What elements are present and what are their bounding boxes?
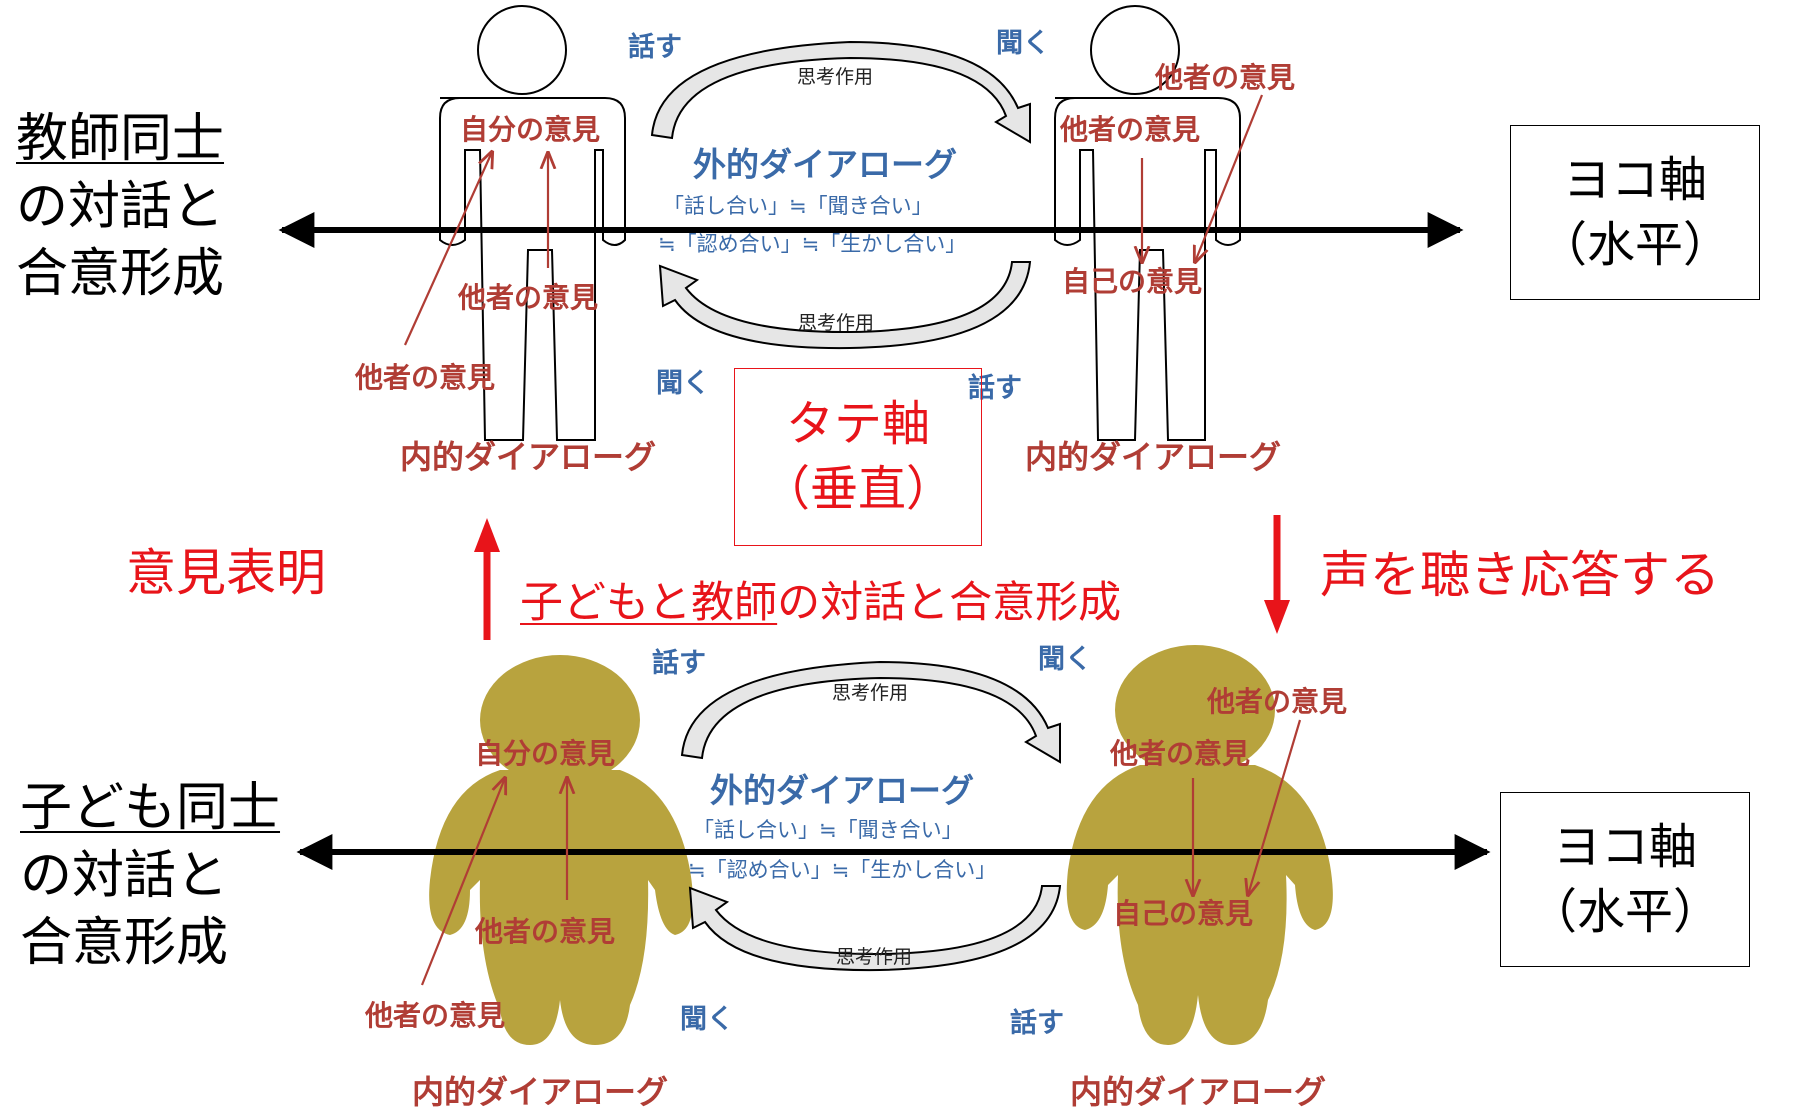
- middle-vertical-arrows: [474, 515, 1290, 640]
- bottom-listen-right: 聞く: [1038, 644, 1092, 675]
- bottom-outer-dialogue: 外的ダイアローグ: [710, 771, 974, 810]
- top-think-bottom: 思考作用: [798, 312, 875, 334]
- bottom-outer-line2: ≒「認め合い」≒「生かし合い」: [688, 858, 997, 882]
- top-left-own-opinion: 自分の意見: [460, 113, 601, 146]
- top-outer-line1: 「話し合い」≒「聞き合い」: [663, 194, 933, 218]
- teacher-figure-right: [1054, 5, 1241, 441]
- bottom-listen-left: 聞く: [680, 1004, 734, 1035]
- bottom-axis-box-line2: （水平）: [1528, 883, 1721, 940]
- bottom-left-own-opinion: 自分の意見: [475, 737, 616, 770]
- top-thinking-cycle: [650, 40, 1032, 350]
- listen-respond-label: 声を聴き応答する: [1320, 546, 1720, 604]
- bottom-side-label-line1: 子ども同士: [20, 778, 281, 838]
- bottom-internal-arrows: [420, 719, 1302, 986]
- teacher-figure-left: [439, 5, 626, 441]
- child-teacher-dialogue: 子どもと教師の対話と合意形成: [520, 582, 1121, 625]
- top-think-top: 思考作用: [797, 66, 874, 88]
- top-left-other-low: 他者の意見: [355, 361, 496, 394]
- bottom-left-inner-dialogue: 内的ダイアローグ: [412, 1073, 669, 1111]
- bottom-speak-left: 話す: [652, 648, 706, 679]
- express-opinion-label: 意見表明: [126, 544, 326, 602]
- vertical-axis-box: タテ軸 （垂直）: [734, 368, 982, 546]
- bottom-right-inner-dialogue: 内的ダイアローグ: [1070, 1073, 1327, 1111]
- bottom-horizontal-axis-box: ヨコ軸 （水平）: [1500, 792, 1750, 967]
- top-axis-box-line2: （水平）: [1538, 216, 1731, 273]
- top-horizontal-axis-box: ヨコ軸 （水平）: [1510, 125, 1760, 300]
- top-internal-arrows: [403, 94, 1264, 346]
- bottom-right-other: 他者の意見: [1110, 737, 1251, 770]
- top-right-self: 自己の意見: [1062, 265, 1203, 298]
- bottom-axis-box-line1: ヨコ軸: [1552, 818, 1697, 875]
- bottom-outer-line1: 「話し合い」≒「聞き合い」: [693, 818, 963, 842]
- top-speak-left: 話す: [628, 32, 682, 63]
- vertical-axis-box-line2: （垂直）: [761, 461, 954, 517]
- top-axis-box-line1: ヨコ軸: [1562, 151, 1707, 208]
- top-right-other-top: 他者の意見: [1155, 61, 1296, 94]
- top-side-label: 教師同士 の対話と 合意形成: [16, 106, 224, 309]
- top-right-inner-dialogue: 内的ダイアローグ: [1025, 438, 1282, 476]
- bottom-think-bottom: 思考作用: [836, 946, 913, 968]
- bottom-thinking-cycle: [680, 660, 1062, 972]
- top-left-other-mid: 他者の意見: [458, 281, 599, 314]
- vertical-axis-box-line1: タテ軸: [785, 396, 930, 453]
- bottom-right-other-top: 他者の意見: [1207, 685, 1348, 718]
- top-side-label-line3: 合意形成: [16, 244, 225, 305]
- bottom-left-other-mid: 他者の意見: [475, 915, 616, 948]
- top-side-label-line1: 教師同士: [16, 109, 225, 169]
- bottom-speak-right: 話す: [1010, 1008, 1064, 1039]
- top-listen-right: 聞く: [996, 28, 1050, 59]
- top-outer-dialogue: 外的ダイアローグ: [693, 145, 957, 184]
- child-teacher-rest: の対話と合意形成: [777, 578, 1122, 628]
- top-listen-left: 聞く: [656, 368, 710, 399]
- bottom-think-top: 思考作用: [832, 682, 909, 704]
- bottom-side-label-line2: の対話と: [20, 845, 229, 906]
- child-teacher-underlined: 子どもと教師: [520, 578, 778, 628]
- top-side-label-line2: の対話と: [16, 176, 225, 237]
- top-speak-right: 話す: [968, 373, 1022, 404]
- bottom-left-other-low: 他者の意見: [365, 999, 506, 1032]
- top-outer-line2: ≒「認め合い」≒「生かし合い」: [658, 232, 967, 256]
- bottom-right-self: 自己の意見: [1113, 897, 1254, 930]
- top-left-inner-dialogue: 内的ダイアローグ: [400, 438, 657, 476]
- bottom-side-label-line3: 合意形成: [20, 913, 229, 974]
- top-right-other: 他者の意見: [1060, 113, 1201, 146]
- bottom-side-label: 子ども同士 の対話と 合意形成: [20, 775, 280, 978]
